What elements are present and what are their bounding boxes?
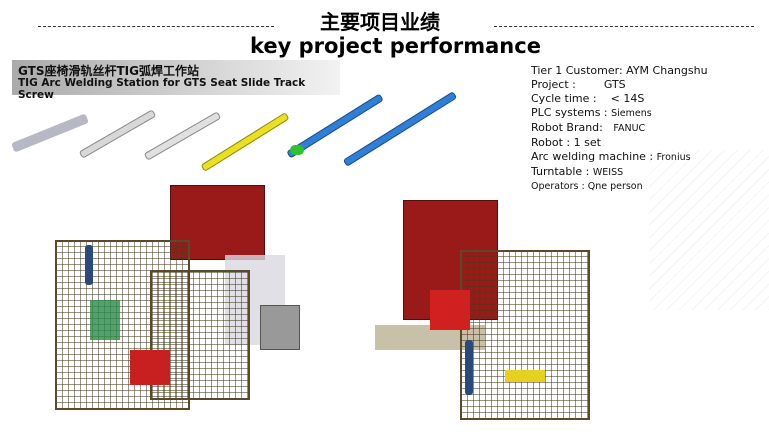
robot-count: Robot : 1 set (531, 136, 601, 149)
arc-label: Arc welding machine : (531, 150, 654, 163)
banner-title-cn: GTS座椅滑轨丝杆TIG弧焊工作站 (18, 64, 199, 78)
project-info: Tier 1 Customer: AYM Changshu Project : … (531, 64, 708, 194)
plc-value: Siemens (611, 108, 652, 119)
operators: Operators : Qne person (531, 181, 643, 192)
project-label: Project : (531, 78, 576, 91)
divider-right (494, 26, 754, 27)
cycle-label: Cycle time : (531, 92, 597, 105)
equipment-rack (260, 305, 300, 350)
control-panel (90, 300, 120, 340)
part-2 (78, 109, 157, 159)
turntable-value: WEISS (592, 167, 624, 178)
divider-left (38, 26, 274, 27)
part-1 (11, 113, 89, 153)
arc-value: Fronius (656, 152, 691, 163)
robot-brand-value: FANUC (613, 123, 646, 134)
project-value: GTS (603, 78, 626, 91)
cycle-value: < 14S (610, 92, 645, 105)
part-5-green-nut (290, 145, 304, 155)
red-cart (430, 290, 470, 330)
turntable-label: Turntable : (531, 165, 590, 178)
safety-fence (460, 250, 590, 420)
part-3 (143, 111, 222, 161)
plc-label: PLC systems : (531, 106, 608, 119)
workstation-render-right (375, 190, 615, 430)
operator-figure (85, 245, 93, 285)
page-title-en: key project performance (250, 34, 541, 58)
project-banner: GTS座椅滑轨丝杆TIG弧焊工作站 TIG Arc Welding Statio… (12, 60, 340, 101)
background-decoration (649, 150, 769, 310)
part-6-blue (342, 91, 458, 167)
banner-title-en: TIG Arc Welding Station for GTS Seat Sli… (18, 77, 306, 101)
page-title-cn: 主要项目业绩 (320, 10, 440, 34)
red-cart (130, 350, 170, 385)
operator-figure (465, 340, 473, 395)
workstation-render-left (50, 180, 310, 430)
robot-brand-label: Robot Brand: (531, 121, 603, 134)
yellow-fixture (505, 370, 545, 382)
customer: Tier 1 Customer: AYM Changshu (531, 64, 708, 77)
